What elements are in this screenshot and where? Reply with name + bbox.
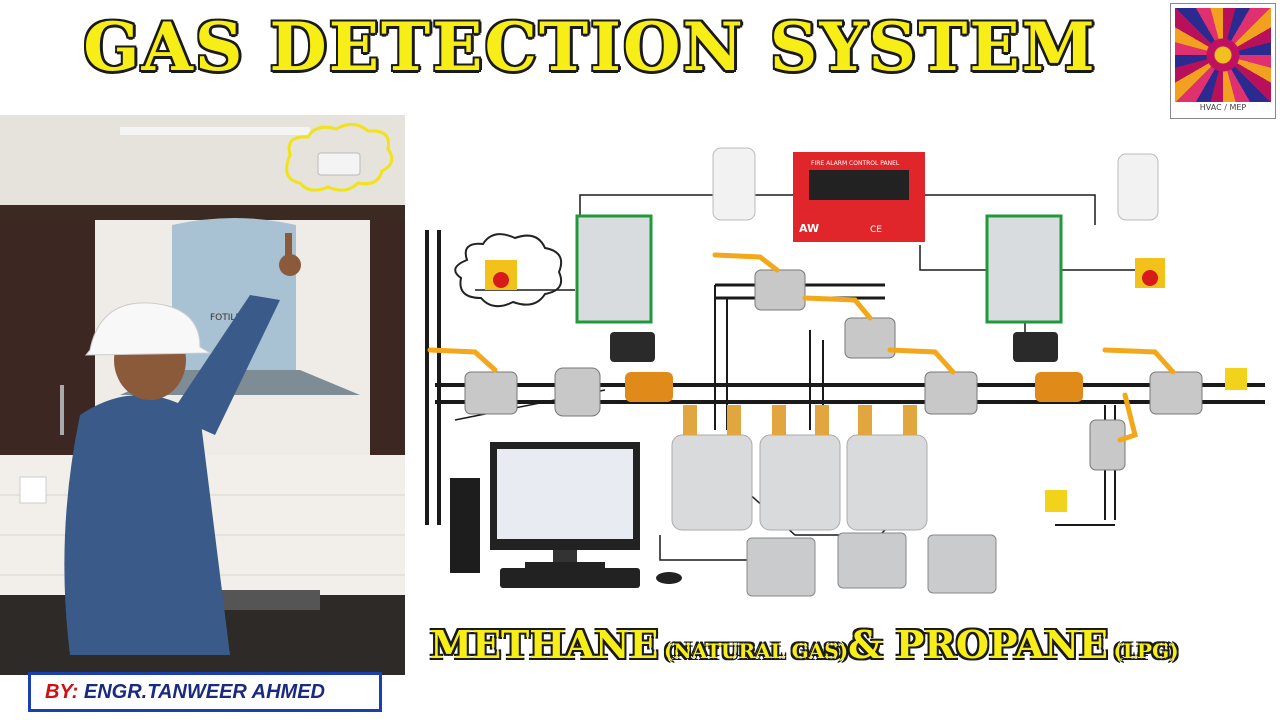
pc-tower — [450, 478, 480, 573]
button-callout-cloud — [454, 233, 563, 308]
gas-meter-1 — [671, 434, 753, 531]
end-valve-1 — [1225, 368, 1247, 390]
ball-valve-5 — [844, 317, 896, 359]
gas-system-diagram: FIRE ALARM CONTROL PANEL AW CE — [425, 147, 1265, 597]
solenoid-valve-right — [1035, 372, 1083, 402]
gas-detector-left — [712, 147, 756, 221]
detector-module-3 — [927, 534, 997, 594]
detector-highlight-cloud — [285, 123, 394, 192]
control-cabinet-left — [575, 214, 653, 324]
solenoid-valve-left — [625, 372, 673, 402]
author-credit: BY: ENGR.TANWEER AHMED — [28, 672, 382, 712]
panel-label: FIRE ALARM CONTROL PANEL — [811, 160, 900, 167]
gas-meter-2 — [759, 434, 841, 531]
detector-module-2 — [837, 532, 907, 589]
gas1-label: METHANE — [430, 622, 659, 667]
control-cabinet-right — [985, 214, 1063, 324]
gas1-note: (NATURAL GAS) — [663, 639, 849, 663]
ball-valve-4 — [754, 269, 806, 311]
credit-name: ENGR.TANWEER AHMED — [78, 681, 326, 703]
credit-by: BY: — [45, 681, 79, 703]
gas-joiner: & — [848, 622, 896, 667]
keyboard — [500, 568, 640, 588]
gas-meter-3 — [846, 434, 928, 531]
gas2-label: PROPANE — [895, 622, 1108, 667]
gas-detector-right — [1117, 153, 1159, 221]
kitchen-photo: FOTILE — [0, 115, 405, 675]
ball-valve-2 — [924, 371, 978, 415]
brand-logo: HVAC / MEP — [1170, 3, 1276, 119]
logo-pattern-icon — [1175, 8, 1271, 102]
mouse-icon — [656, 572, 682, 584]
page-title: GAS DETECTION SYSTEM — [83, 8, 1097, 86]
detector-module-1 — [746, 537, 816, 597]
gas2-note: (LPG) — [1113, 639, 1179, 663]
ball-valve-1 — [464, 371, 518, 415]
panel-brand: AW — [799, 222, 819, 235]
panel-ce-mark: CE — [870, 225, 882, 235]
hood-brand: FOTILE — [210, 313, 241, 323]
gas-types-subtitle: METHANE (NATURAL GAS)& PROPANE (LPG) — [430, 622, 1280, 667]
kitchen-scene: FOTILE — [0, 115, 405, 675]
ball-valve-6 — [1089, 419, 1126, 471]
ball-valve-3 — [1149, 371, 1203, 415]
end-valve-2 — [1045, 490, 1067, 512]
monitor-screen — [497, 449, 633, 539]
pressure-regulator — [554, 367, 601, 417]
hard-hat-icon — [84, 302, 212, 356]
logo-caption: HVAC / MEP — [1199, 103, 1247, 112]
